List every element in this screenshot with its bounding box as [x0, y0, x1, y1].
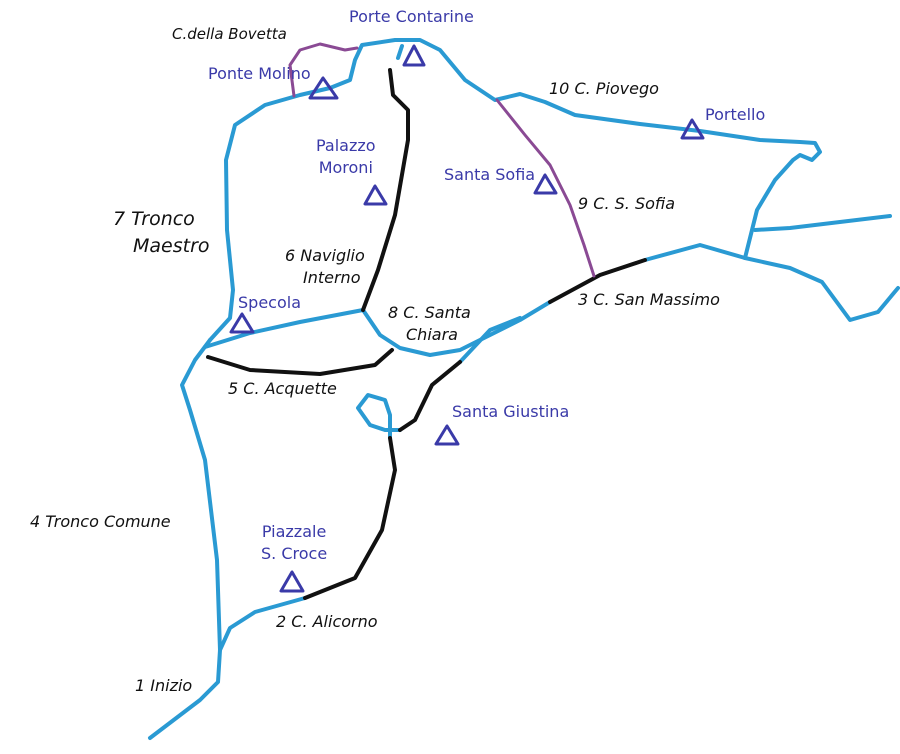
- canal-contarine-spur: [396, 44, 404, 60]
- triangle-icon: [363, 184, 388, 206]
- canal-san-massimo-east: [643, 243, 747, 262]
- landmark-portello: Portello: [705, 105, 766, 124]
- canal-alicorno: [303, 436, 397, 600]
- canal-label-bovetta: C.della Bovetta: [172, 25, 287, 43]
- canal-giustina-upper: [458, 316, 522, 364]
- landmark-santa-sofia: Santa Sofia: [444, 165, 536, 184]
- landmark-piazzale-line2: S. Croce: [261, 544, 328, 563]
- triangle-icon: [308, 76, 339, 100]
- canal-label-2: 2 C. Alicorno: [276, 612, 378, 631]
- landmark-santa-giustina: Santa Giustina: [452, 402, 570, 421]
- canal-label-4: 4 Tronco Comune: [30, 512, 171, 531]
- landmark-ponte-molino: Ponte Molino: [208, 64, 311, 83]
- triangle-icon: [434, 424, 460, 446]
- canal-naviglio-interno: [361, 68, 410, 312]
- canal-specola: [203, 308, 365, 349]
- canal-label-5: 5 C. Acquette: [228, 379, 337, 398]
- landmark-specola: Specola: [238, 293, 301, 312]
- canal-label-9: 9 C. S. Sofia: [578, 194, 676, 213]
- triangle-icon: [402, 44, 426, 67]
- canal-label-6-line1: 6 Naviglio: [285, 246, 365, 265]
- canal-label-6-line2: Interno: [303, 268, 361, 287]
- canal-santa-sofia: [495, 98, 596, 278]
- canal-inizio: [148, 648, 222, 740]
- triangle-icon: [229, 312, 255, 334]
- canal-east-outflow: [743, 256, 900, 322]
- landmark-palazzo-moroni-line2: Moroni: [318, 158, 373, 177]
- canal-tronco-comune: [180, 338, 222, 652]
- canal-east-branch: [753, 214, 892, 232]
- canal-label-10: 10 C. Piovego: [549, 79, 659, 98]
- canal-label-7-line2: Maestro: [133, 235, 210, 257]
- canal-san-massimo: [548, 258, 647, 304]
- triangle-icon: [680, 118, 705, 140]
- canal-giustina-loop: [356, 393, 402, 440]
- canal-label-3: 3 C. San Massimo: [578, 290, 720, 309]
- landmark-piazzale-line1: Piazzale: [261, 522, 327, 541]
- canal-tronco-maestro: [208, 38, 822, 342]
- canal-alicorno-west: [218, 596, 307, 652]
- landmark-piazzale-s-croce: Piazzale S. Croce: [261, 521, 327, 565]
- canal-giustina-black: [398, 360, 462, 432]
- triangle-icon: [533, 173, 558, 195]
- canal-label-8-line1: 8 C. Santa: [388, 303, 471, 322]
- canal-label-7-line1: 7 Tronco: [113, 208, 195, 230]
- landmark-palazzo-moroni-line1: Palazzo: [316, 136, 376, 155]
- landmark-porte-contarine: Porte Contarine: [349, 7, 474, 26]
- triangle-icon: [279, 570, 305, 593]
- canal-acquette: [206, 348, 394, 376]
- canal-label-8-line2: Chiara: [406, 325, 458, 344]
- canal-bovetta: [288, 42, 359, 98]
- canal-label-1: 1 Inizio: [135, 676, 193, 695]
